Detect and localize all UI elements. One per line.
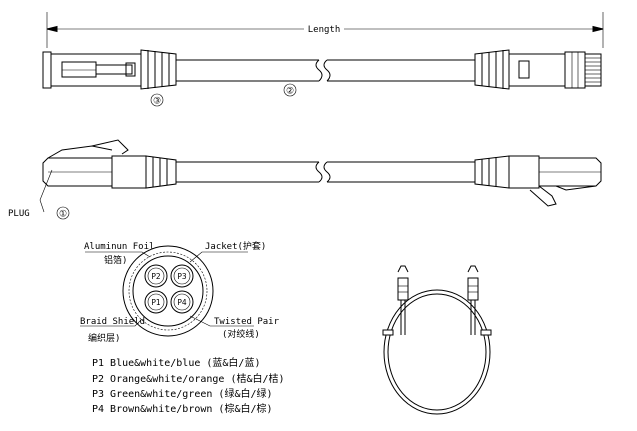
svg-text:P2: P2 [151, 272, 161, 281]
plug-label: PLUG [8, 209, 30, 219]
braid-label-cn: 编织层) [88, 332, 120, 344]
svg-text:P1: P1 [151, 298, 161, 307]
callout-boot: ③ [153, 97, 161, 107]
twisted-label-cn: (对绞线) [222, 328, 260, 340]
svg-text:P4: P4 [177, 298, 187, 307]
foil-label-cn: 铝箔) [104, 254, 127, 266]
foil-ring [132, 255, 204, 327]
left-boot-top [140, 49, 177, 90]
foil-label: Aluminun Foil [84, 242, 154, 252]
jacket-label: Jacket(护套) [205, 240, 266, 252]
left-plug-side [42, 139, 147, 189]
pair-legend: P1 Blue&white/blue (蓝&白/蓝) P2 Orange&whi… [92, 356, 285, 415]
callout-cable: ② [286, 87, 294, 97]
callout-2-circle [283, 83, 297, 97]
length-dimension: Length [46, 12, 604, 48]
length-label: Length [308, 25, 341, 35]
pair-p3: P3 [170, 264, 194, 288]
twisted-label: Twisted Pair [214, 317, 280, 327]
jacket-outer [122, 245, 214, 337]
legend-p2: P2 Orange&white/orange (桔&白/桔) [92, 372, 285, 385]
top-view: ③ ② [42, 49, 602, 107]
callout-1-circle [56, 206, 70, 220]
pair-p2: P2 [144, 264, 168, 288]
cross-section: P2 P3 P1 P4 Aluminun Foil 铝箔) Jacket(护套)… [80, 240, 280, 344]
right-plug-top [508, 51, 602, 89]
callout-plug: ① [59, 210, 67, 220]
left-plug-top [42, 51, 142, 89]
legend-p4: P4 Brown&white/brown (棕&白/棕) [92, 402, 273, 415]
braid-ring [128, 251, 208, 331]
left-boot-side [145, 155, 177, 189]
legend-p1: P1 Blue&white/blue (蓝&白/蓝) [92, 356, 260, 369]
legend-p3: P3 Green&white/green (绿&白/绿) [92, 387, 273, 400]
right-boot-side [474, 155, 510, 189]
svg-text:P3: P3 [177, 272, 187, 281]
callout-3-circle [150, 93, 164, 107]
side-view: PLUG ① [8, 139, 602, 220]
pair-p4: P4 [170, 290, 194, 314]
right-boot-top [474, 49, 510, 90]
right-plug-side [508, 155, 602, 207]
coiled-cable [382, 265, 492, 415]
pair-p1: P1 [144, 290, 168, 314]
braid-label: Braid Shield [80, 317, 145, 327]
